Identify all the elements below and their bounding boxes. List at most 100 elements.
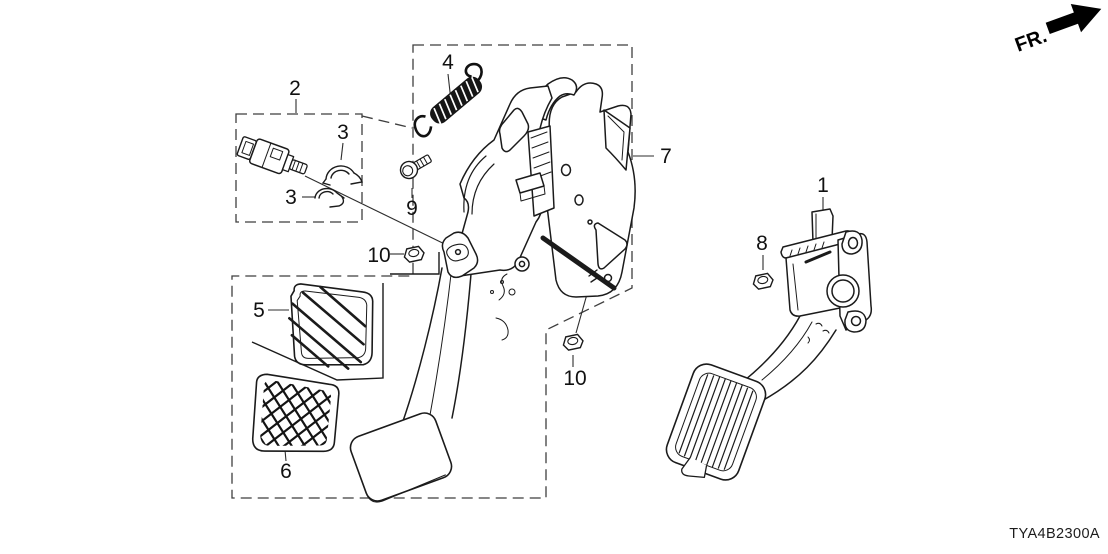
pedal-arm-left-edge bbox=[401, 267, 443, 425]
rib bbox=[291, 302, 363, 364]
front-bracket-diamond-hole bbox=[498, 107, 530, 153]
pivot-boss-center bbox=[518, 260, 526, 268]
callout-8[interactable]: 8 bbox=[756, 232, 768, 255]
accel-arm-right-edge bbox=[759, 329, 837, 403]
callout-2[interactable]: 2 bbox=[289, 77, 301, 100]
accelerator-pedal-assembly bbox=[739, 208, 873, 403]
switch-body-line bbox=[261, 142, 272, 168]
metal-cover-ribs bbox=[288, 285, 367, 370]
rib bbox=[319, 285, 367, 328]
return-spring bbox=[413, 62, 483, 138]
pedal-pad-rubber bbox=[251, 373, 340, 456]
pedal-assembly-dashed-box bbox=[231, 44, 633, 499]
plate-hole bbox=[587, 219, 593, 225]
rod-stud-threads bbox=[588, 269, 601, 283]
pivot-rod bbox=[540, 235, 617, 291]
clip-lower-tail bbox=[329, 196, 345, 208]
diagram-code: TYA4B2300A bbox=[1009, 526, 1100, 542]
stopper-block-side bbox=[519, 185, 546, 202]
front-bracket-arch-line2 bbox=[471, 163, 495, 215]
cover-reference-line bbox=[251, 283, 384, 381]
accel-module-mark bbox=[804, 250, 832, 264]
clip-upper-outer-arc bbox=[325, 165, 355, 180]
pedal-arm-inner-line bbox=[429, 265, 453, 416]
clip-lower-inner-arc bbox=[318, 190, 334, 199]
brake-foot-pad-edge-line bbox=[366, 474, 446, 503]
callout-3-lower[interactable]: 3 bbox=[285, 186, 297, 209]
hatch-line bbox=[531, 141, 549, 149]
arm-squiggles bbox=[490, 273, 516, 341]
accelerator-pad bbox=[665, 363, 767, 481]
pedal-cover-metal bbox=[288, 283, 374, 370]
brake-stop-switch bbox=[236, 136, 308, 175]
bolt bbox=[399, 154, 432, 180]
clip-lower-outer-arc bbox=[314, 187, 345, 199]
hatch-line bbox=[533, 161, 551, 169]
metal-cover-outline bbox=[290, 283, 374, 366]
callout-5[interactable]: 5 bbox=[253, 299, 265, 322]
spring-coil-lines bbox=[433, 76, 479, 124]
callout-9[interactable]: 9 bbox=[406, 197, 418, 220]
pedal-arm-right-edge bbox=[451, 261, 473, 419]
switch-body-detail bbox=[269, 147, 284, 161]
brake-pedal-assembly bbox=[401, 77, 636, 425]
clip-lower bbox=[314, 187, 345, 208]
coil-slash bbox=[433, 76, 479, 124]
bolt-head-inner bbox=[402, 165, 414, 177]
callout-10-left[interactable]: 10 bbox=[367, 244, 390, 267]
callout-4[interactable]: 4 bbox=[442, 51, 454, 74]
clip-upper-inner-arc bbox=[330, 169, 350, 179]
nut-hole bbox=[757, 275, 769, 285]
clip-upper bbox=[321, 165, 363, 186]
rear-plate-flange-line bbox=[607, 115, 625, 161]
accel-module-line bbox=[792, 263, 799, 311]
dashed-connector-line bbox=[361, 115, 413, 129]
callout-labels: 1 2 3 3 4 5 6 7 8 9 10 10 bbox=[253, 51, 829, 483]
nut-10-left bbox=[403, 245, 425, 263]
spring-hook-top bbox=[464, 62, 483, 81]
accel-connector bbox=[811, 208, 834, 244]
plate-hole bbox=[574, 194, 584, 206]
accel-pad-bottom-tab bbox=[681, 456, 708, 479]
callout-1[interactable]: 1 bbox=[817, 174, 829, 197]
accel-bracket-top-hole bbox=[847, 236, 859, 250]
switch-dashed-box bbox=[235, 113, 363, 223]
nut-10-right bbox=[562, 333, 584, 351]
accel-top-plate-ticks bbox=[789, 241, 825, 257]
accel-pad-ribs bbox=[678, 374, 754, 470]
hatch-line bbox=[532, 151, 550, 159]
accel-bracket-bottom-hole bbox=[850, 315, 862, 327]
clip-upper-foot bbox=[321, 178, 331, 186]
switch-plunger bbox=[289, 159, 308, 175]
fr-label: FR. bbox=[1012, 25, 1050, 57]
leader-3-upper bbox=[340, 142, 344, 161]
hatch-line bbox=[530, 131, 548, 139]
rear-plate-flange bbox=[603, 109, 631, 171]
brake-foot-pad bbox=[349, 412, 453, 503]
plunger-threads bbox=[291, 160, 304, 173]
dot bbox=[508, 288, 516, 296]
nut-8 bbox=[752, 272, 774, 290]
accel-arm-inner-line bbox=[761, 321, 813, 381]
accel-etch-marks bbox=[807, 322, 830, 344]
callout-7[interactable]: 7 bbox=[660, 145, 672, 168]
plate-hole bbox=[560, 163, 572, 177]
callout-6[interactable]: 6 bbox=[280, 460, 292, 483]
rib bbox=[288, 317, 350, 370]
dot bbox=[490, 290, 494, 294]
rib bbox=[301, 291, 365, 346]
spring-hook-bottom bbox=[413, 114, 433, 138]
leader-switch-to-bracket bbox=[304, 175, 460, 252]
squiggle bbox=[498, 273, 508, 301]
callout-10-right[interactable]: 10 bbox=[563, 367, 586, 390]
rib bbox=[290, 333, 330, 368]
bolt-threads bbox=[416, 156, 428, 169]
callout-3-upper[interactable]: 3 bbox=[337, 121, 349, 144]
plate-triangular-cutout bbox=[593, 222, 628, 270]
nut-reference-line bbox=[390, 252, 440, 275]
spring-coil-body bbox=[430, 76, 483, 124]
dashed-boxes bbox=[231, 44, 633, 499]
dot bbox=[500, 280, 504, 284]
